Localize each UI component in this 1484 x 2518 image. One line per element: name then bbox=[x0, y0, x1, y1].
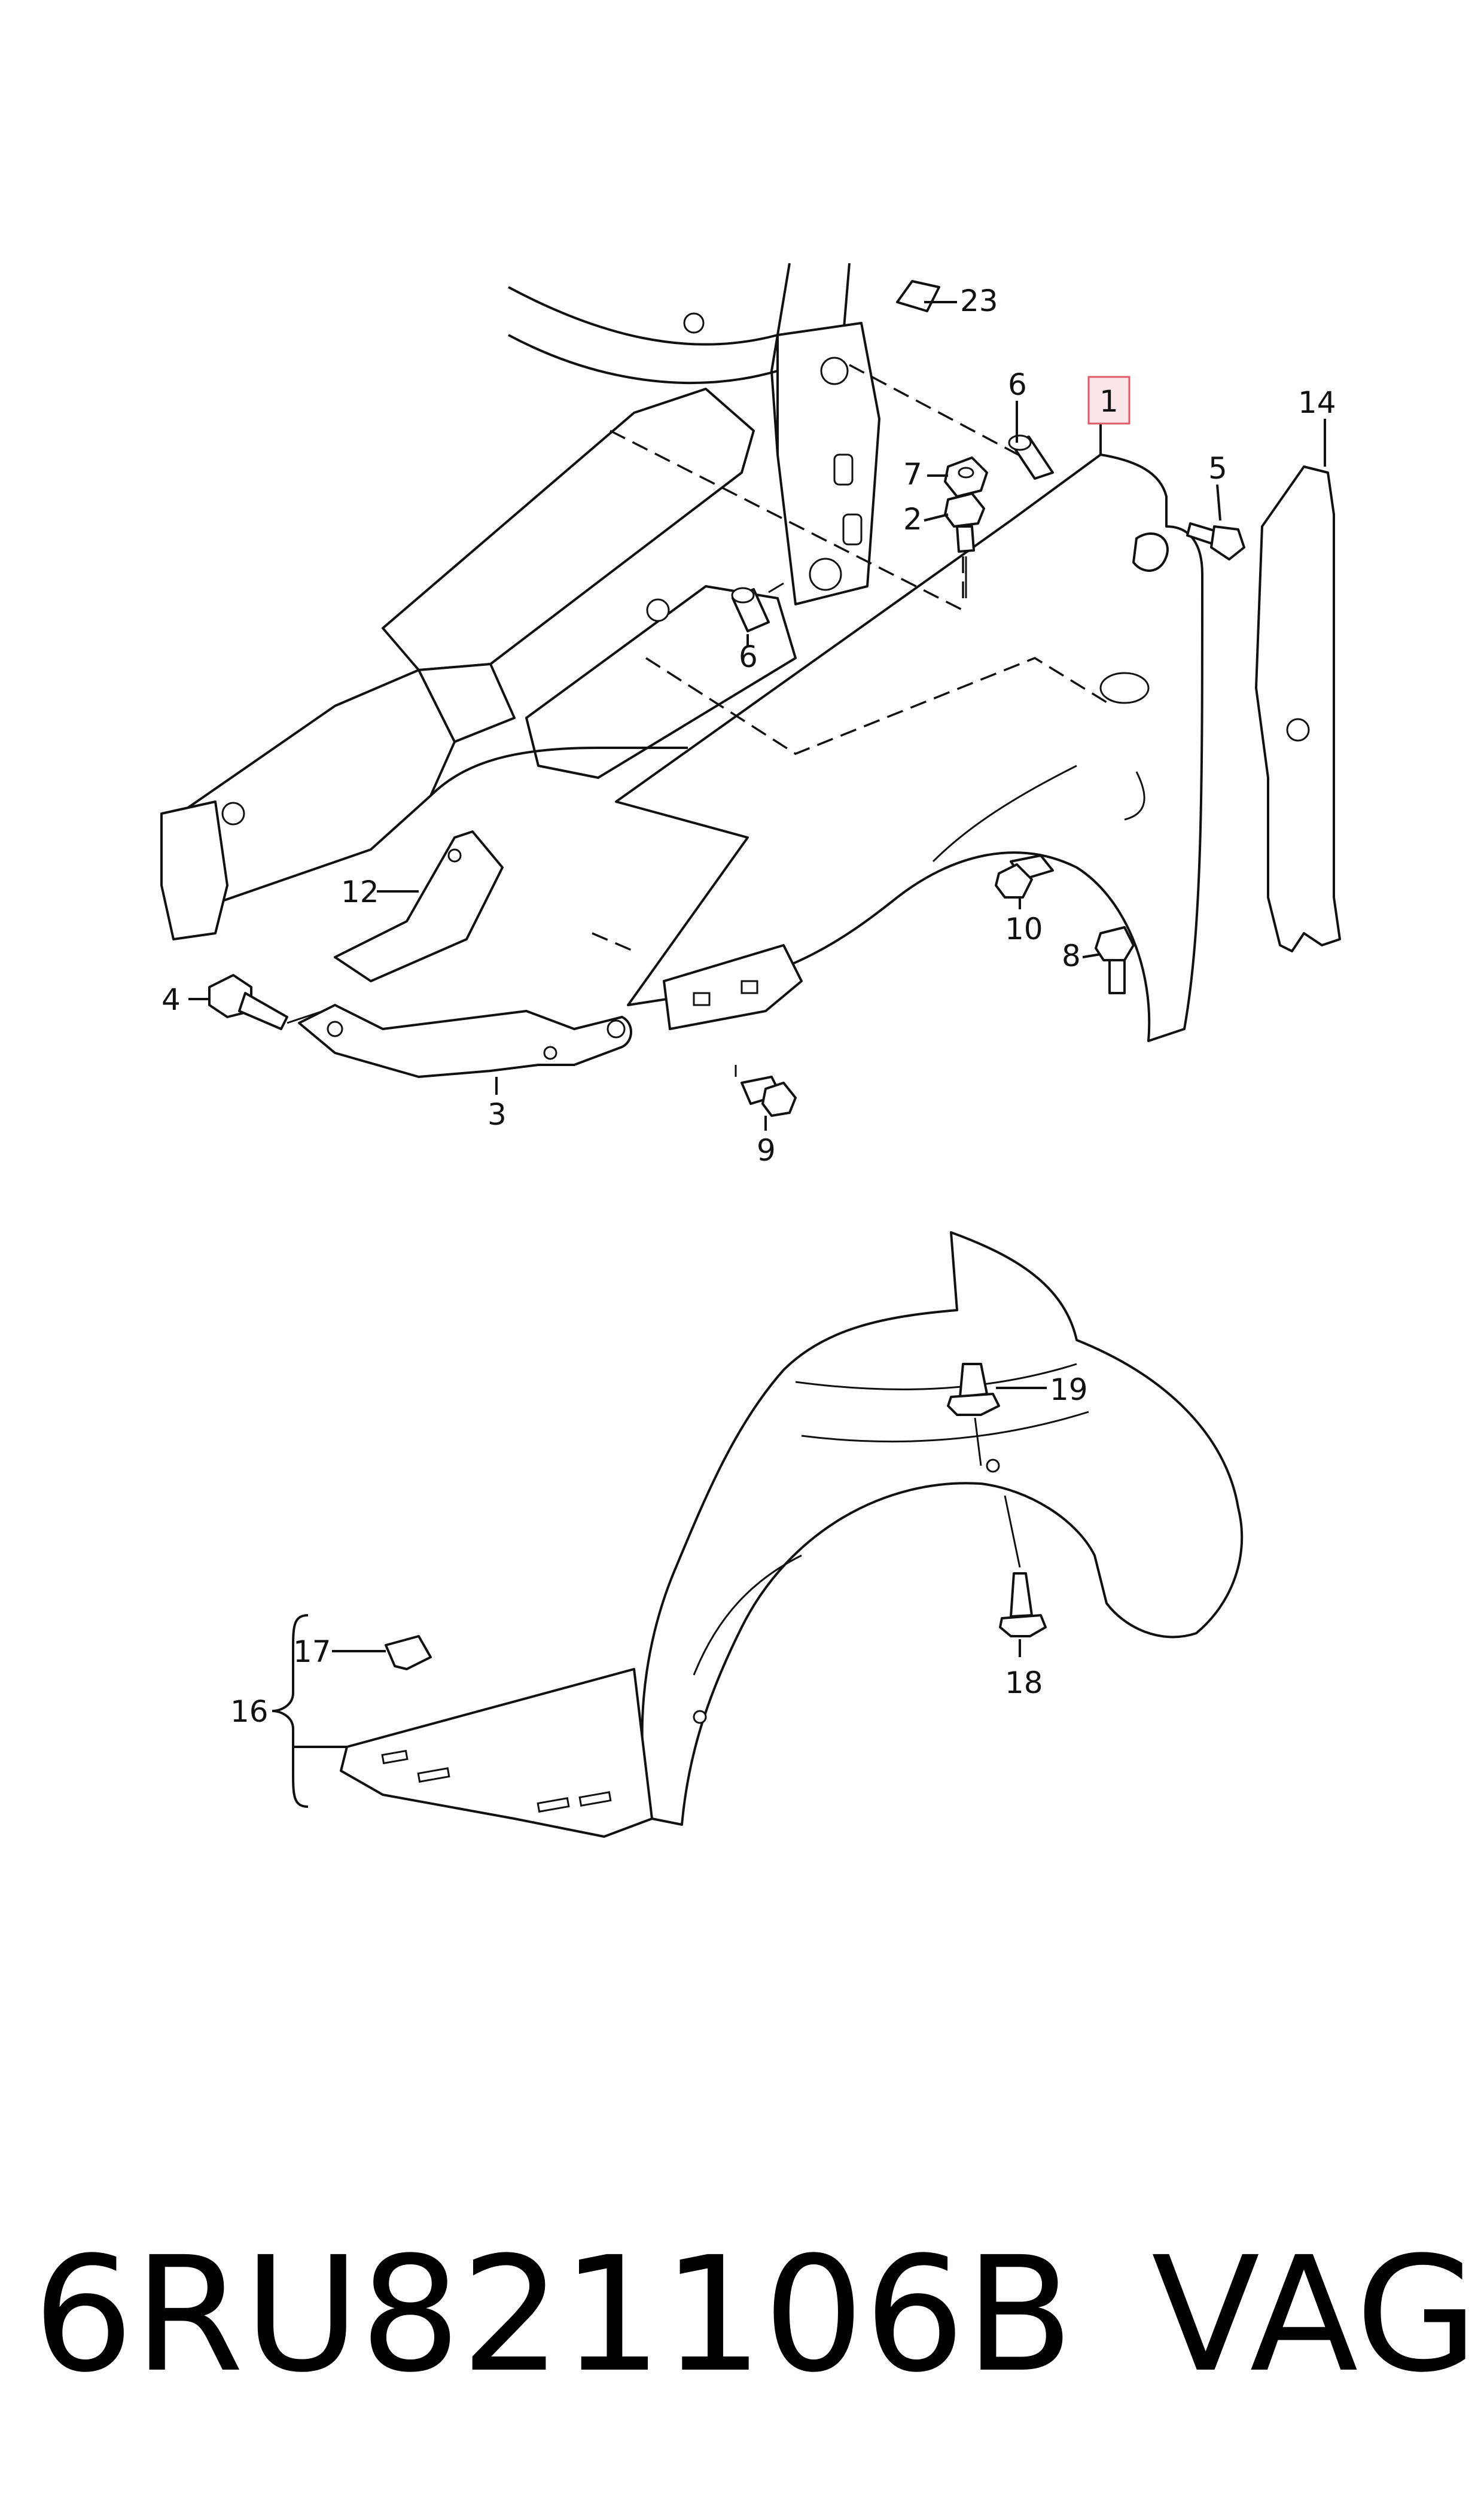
bolt-part-4 bbox=[208, 974, 324, 1030]
bolt-part-9 bbox=[735, 1065, 797, 1117]
callout-1-highlight-box bbox=[1087, 376, 1130, 425]
cap-part-23 bbox=[896, 280, 940, 312]
screw-part-18 bbox=[999, 1495, 1047, 1637]
callout-leaders bbox=[188, 301, 1326, 1808]
callout-16: 16 bbox=[230, 1694, 269, 1729]
spacer-part-6-top bbox=[1008, 434, 1054, 480]
callout-8: 8 bbox=[1062, 939, 1081, 973]
front-fender-part-1 bbox=[615, 453, 1203, 1042]
callout-1: 1 bbox=[1099, 384, 1119, 419]
callout-23: 23 bbox=[960, 284, 998, 318]
bracket-part-12 bbox=[334, 830, 504, 982]
callout-4: 4 bbox=[161, 982, 181, 1017]
dashed-assembly-lines bbox=[592, 364, 1113, 952]
callout-3: 3 bbox=[487, 1097, 507, 1132]
callout-10: 10 bbox=[1005, 912, 1043, 946]
callout-6-lower: 6 bbox=[739, 640, 758, 674]
brand-name: VAG bbox=[1151, 2223, 1479, 2407]
clip-part-17 bbox=[385, 1635, 432, 1670]
callout-7: 7 bbox=[903, 457, 922, 492]
callout-19: 19 bbox=[1050, 1372, 1088, 1407]
bolt-part-2 bbox=[944, 492, 985, 598]
callout-5: 5 bbox=[1208, 451, 1227, 486]
part-number: 6RU821106B bbox=[33, 2223, 1074, 2407]
fender-lower-bracket bbox=[663, 944, 803, 1030]
spacer-part-6-lower bbox=[731, 582, 784, 632]
callout-6-top: 6 bbox=[1008, 367, 1027, 402]
screw-part-19 bbox=[947, 1363, 1000, 1466]
footer-caption: 6RU821106B VAG bbox=[33, 2208, 1478, 2423]
callout-12: 12 bbox=[341, 875, 379, 909]
nut-part-7 bbox=[944, 456, 988, 498]
bolt-part-8 bbox=[1095, 926, 1135, 994]
callout-14: 14 bbox=[1298, 385, 1336, 420]
seal-strip-part-14 bbox=[1255, 465, 1341, 952]
carrier-part-3 bbox=[298, 1004, 632, 1078]
callout-17: 17 bbox=[293, 1634, 331, 1669]
callout-18: 18 bbox=[1005, 1666, 1043, 1700]
bolt-part-5 bbox=[1186, 522, 1245, 561]
bolt-part-10 bbox=[995, 854, 1054, 899]
callout-2: 2 bbox=[903, 502, 922, 537]
wheel-arch-liner-part-16 bbox=[340, 1231, 1244, 1838]
callout-9: 9 bbox=[757, 1133, 776, 1168]
body-frame-structure bbox=[160, 263, 880, 940]
callout-labels: 1 23 6 7 2 5 14 6 12 4 3 9 10 8 19 18 17… bbox=[161, 284, 1336, 1729]
